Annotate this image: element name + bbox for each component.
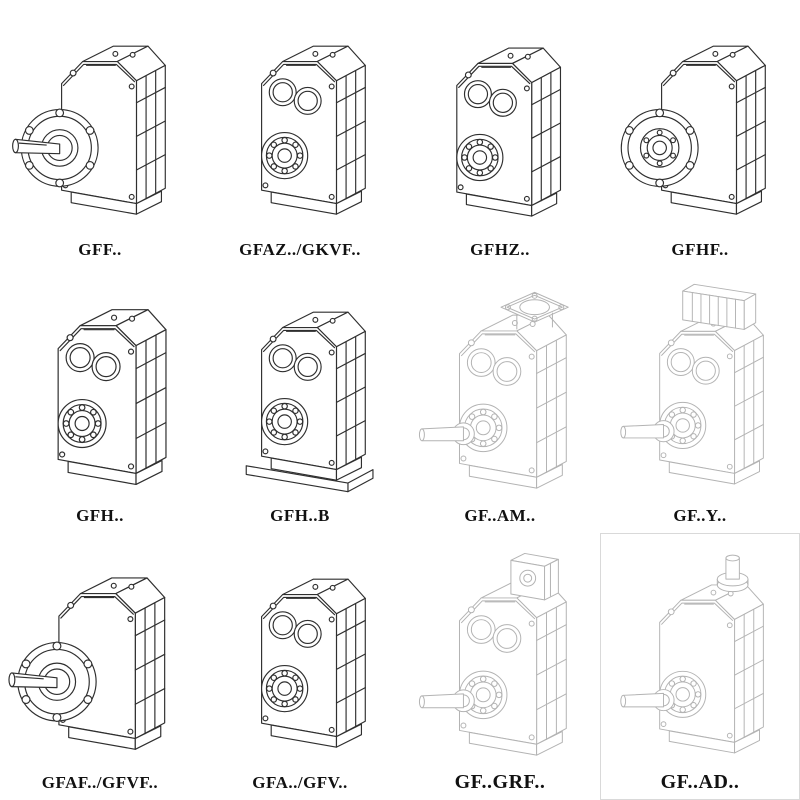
model-label: GF..GRF.. bbox=[454, 771, 546, 794]
gearbox-drawing-gfa-gfv bbox=[261, 578, 366, 748]
model-label: GFAF../GFVF.. bbox=[41, 772, 159, 792]
gearbox-drawing-gfaz-gkvf bbox=[261, 45, 366, 215]
gearbox-drawing-gfh-b bbox=[245, 311, 374, 493]
gearbox-drawing-gfhz bbox=[456, 47, 562, 217]
model-label: GF..AM.. bbox=[464, 506, 536, 526]
catalog-cell: GFH..B bbox=[200, 267, 400, 534]
model-label: GFH.. bbox=[76, 506, 124, 526]
model-label: GFA../GFV.. bbox=[252, 772, 348, 792]
catalog-cell: GF..AD.. bbox=[600, 533, 800, 800]
catalog-cell: GF..AM.. bbox=[400, 267, 600, 534]
catalog-cell: GFF.. bbox=[0, 0, 200, 267]
model-label: GFHZ.. bbox=[470, 239, 530, 259]
gearbox-drawing-gf-grf bbox=[418, 552, 567, 756]
gearbox-drawing-gfaf-gfvf bbox=[8, 577, 166, 750]
model-label: GFAZ../GKVF.. bbox=[239, 239, 361, 259]
catalog-cell: GFAF../GFVF.. bbox=[0, 533, 200, 800]
catalog-cell: GF..GRF.. bbox=[400, 533, 600, 800]
catalog-cell: GFAZ../GKVF.. bbox=[200, 0, 400, 267]
gearbox-drawing-gfhf bbox=[620, 45, 766, 215]
gearbox-drawing-gf-ad bbox=[620, 554, 764, 754]
catalog-cell: GFHZ.. bbox=[400, 0, 600, 267]
catalog-cell: GFHF.. bbox=[600, 0, 800, 267]
gearbox-drawing-gfh bbox=[57, 309, 167, 486]
catalog-cell: GFA../GFV.. bbox=[200, 533, 400, 800]
model-label: GF..Y.. bbox=[673, 506, 727, 526]
catalog-cell: GF..Y.. bbox=[600, 267, 800, 534]
gearbox-drawing-gf-am bbox=[418, 292, 569, 489]
catalog-cell: GFH.. bbox=[0, 267, 200, 534]
model-label: GF..AD.. bbox=[660, 771, 740, 794]
model-label: GFH..B bbox=[270, 506, 330, 526]
gearbox-drawing-gf-y bbox=[620, 284, 764, 485]
model-label: GFF.. bbox=[78, 239, 122, 259]
gearbox-drawing-gff bbox=[12, 45, 166, 215]
model-label: GFHF.. bbox=[671, 239, 729, 259]
